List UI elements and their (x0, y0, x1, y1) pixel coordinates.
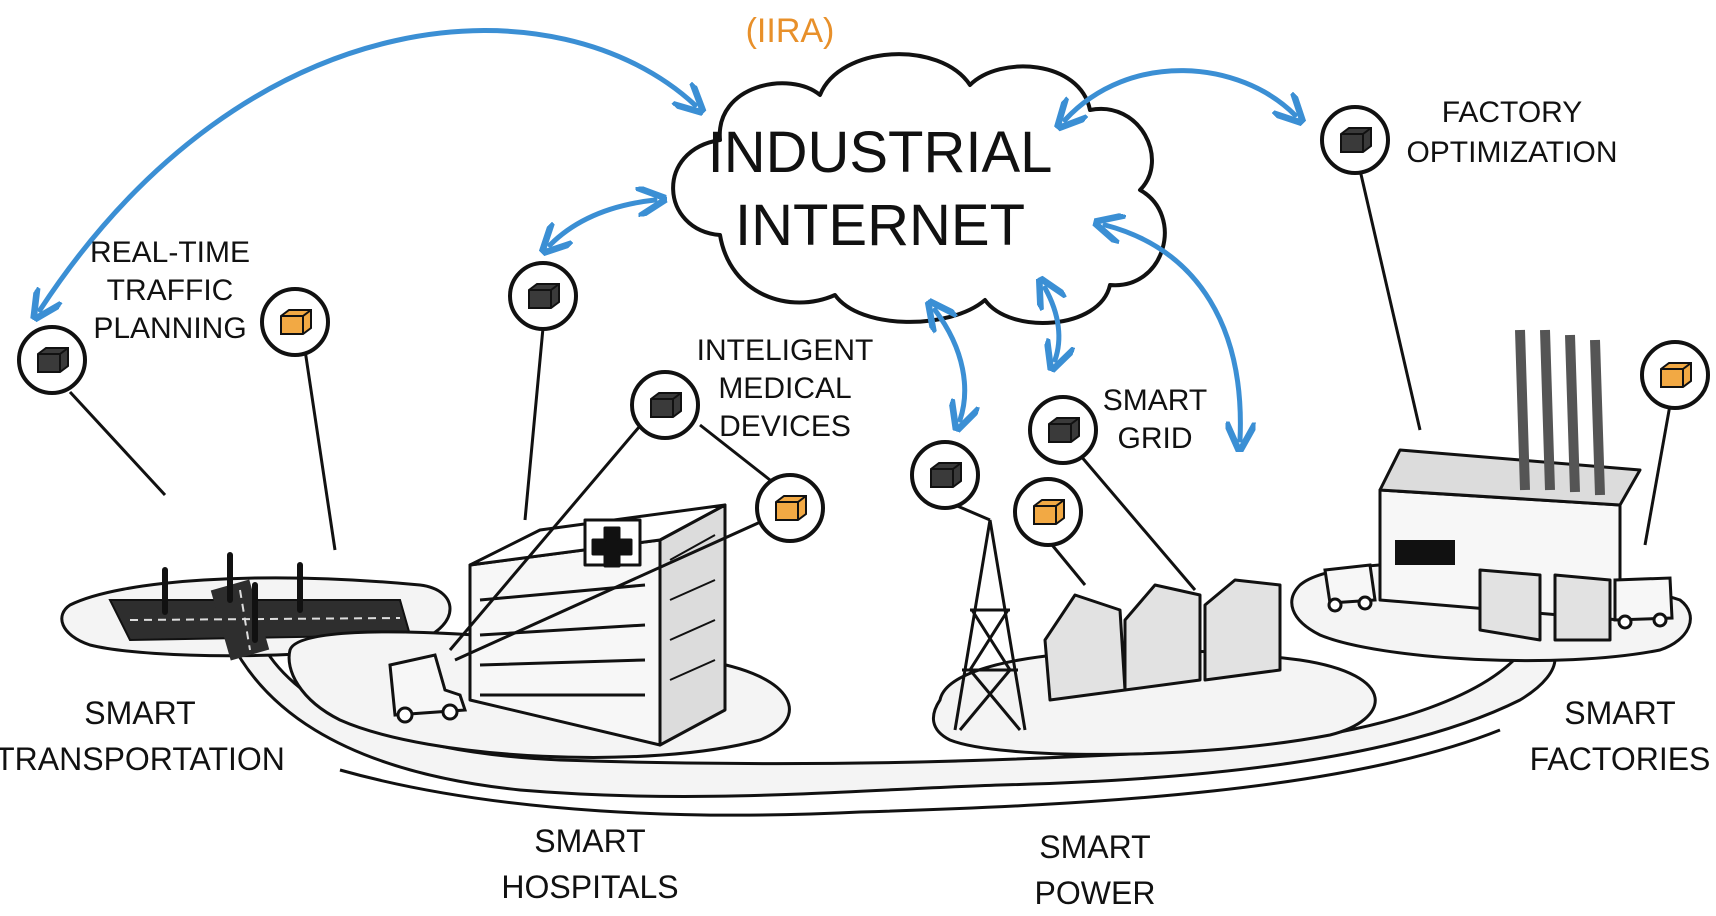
label-factory-optimization: FACTORY OPTIMIZATION (1406, 96, 1617, 169)
label-smart-transportation: SMART TRANSPORTATION (0, 695, 285, 777)
svg-text:TRANSPORTATION: TRANSPORTATION (0, 741, 285, 777)
svg-text:SMART: SMART (1103, 384, 1207, 417)
device-orange-icon (1013, 477, 1083, 547)
svg-text:INTELIGENT: INTELIGENT (697, 334, 874, 367)
arrow-cloud-grid (1045, 288, 1059, 360)
label-smart-hospitals: SMART HOSPITALS (501, 823, 678, 905)
device-dark-icon (1320, 105, 1390, 175)
device-dark-icon (910, 440, 980, 510)
device-orange-icon (755, 473, 825, 543)
factory-trucks (1323, 563, 1674, 630)
device-dark-icon (1028, 395, 1098, 465)
device-dark-icon (17, 325, 87, 395)
svg-text:MEDICAL: MEDICAL (718, 372, 851, 405)
svg-text:REAL-TIME: REAL-TIME (90, 236, 250, 269)
truck-icon (1613, 576, 1674, 622)
label-traffic-planning: REAL-TIME TRAFFIC PLANNING (90, 236, 250, 345)
power-tower (953, 519, 1027, 731)
label-smart-power: SMART POWER (1035, 829, 1156, 911)
svg-text:POWER: POWER (1035, 875, 1156, 911)
svg-text:TRAFFIC: TRAFFIC (107, 274, 234, 307)
cloud-title-line2: INTERNET (735, 193, 1025, 258)
svg-text:GRID: GRID (1118, 422, 1193, 455)
svg-text:SMART: SMART (1039, 829, 1150, 865)
device-orange-icon (260, 287, 330, 357)
arrow-cloud-tower (935, 310, 965, 420)
svg-text:PLANNING: PLANNING (93, 312, 246, 345)
svg-text:FACTORIES: FACTORIES (1530, 741, 1711, 777)
svg-text:DEVICES: DEVICES (719, 410, 851, 443)
ambulance-truck (388, 653, 468, 724)
svg-text:FACTORY: FACTORY (1442, 96, 1583, 129)
arrow-cloud-factories (1105, 225, 1240, 440)
houses (1043, 578, 1282, 702)
data-flow-arrows (40, 28, 1295, 440)
arrow-cloud-transport (40, 28, 695, 310)
svg-text:SMART: SMART (534, 823, 645, 859)
diagram-acronym: (IIRA) (746, 12, 835, 50)
svg-text:SMART: SMART (1564, 695, 1675, 731)
device-orange-icon (1640, 340, 1710, 410)
arrow-cloud-factory-opt (1065, 68, 1295, 120)
medical-cross-icon (591, 526, 633, 568)
label-smart-grid: SMART GRID (1103, 384, 1207, 455)
tower-icon (953, 519, 1027, 731)
device-pin-stems (68, 169, 1672, 662)
cloud-title-line1: INDUSTRIAL (708, 120, 1053, 185)
svg-text:OPTIMIZATION: OPTIMIZATION (1406, 136, 1617, 169)
factory-building (1378, 329, 1642, 642)
hospital-building (468, 503, 727, 747)
label-smart-factories: SMART FACTORIES (1530, 695, 1711, 777)
device-dark-icon (630, 370, 700, 440)
truck-icon (388, 653, 468, 717)
device-dark-icon (508, 261, 578, 331)
label-medical-devices: INTELIGENT MEDICAL DEVICES (697, 334, 874, 443)
truck-icon (1323, 563, 1377, 605)
svg-text:HOSPITALS: HOSPITALS (501, 869, 678, 905)
industrial-internet-cloud (671, 52, 1167, 325)
svg-text:SMART: SMART (84, 695, 195, 731)
arrow-cloud-hospital (550, 200, 655, 245)
